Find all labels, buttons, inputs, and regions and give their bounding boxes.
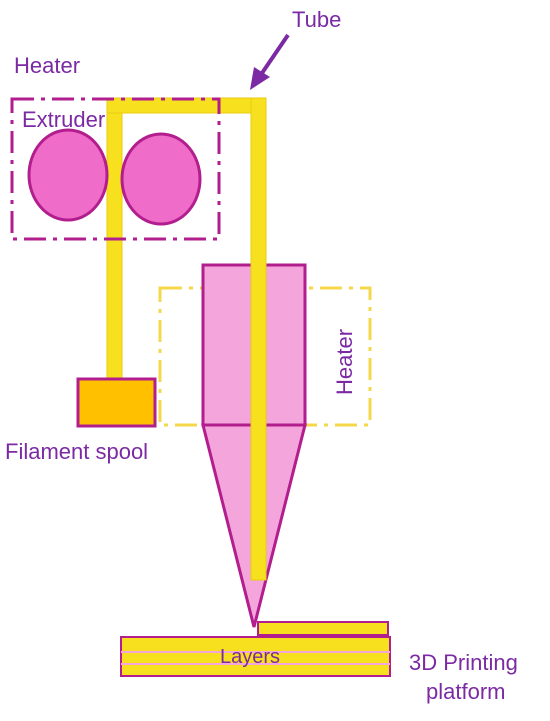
- top-heater-label: Heater: [14, 53, 80, 78]
- extruder-roller-left: [27, 128, 109, 222]
- printing-platform: [120, 636, 391, 677]
- filament-spool-box: [76, 377, 157, 428]
- platform-label-line-2: platform: [426, 679, 505, 704]
- tube-arrow-shaft: [258, 33, 290, 78]
- top-layer-strip: [257, 621, 389, 636]
- filament-spool-label: Filament spool: [5, 439, 148, 464]
- extruder-roller-right: [120, 132, 202, 226]
- tube-right-segment: [250, 97, 267, 581]
- extruder-label: Extruder: [22, 107, 105, 132]
- platform-label-line-1: 3D Printing: [409, 650, 518, 675]
- tube-label: Tube: [292, 7, 341, 32]
- tube-arrow-head: [250, 67, 270, 90]
- side-heater-label: Heater: [332, 329, 357, 395]
- top-heater-box: [10, 97, 221, 241]
- layers-label: Layers: [220, 646, 280, 668]
